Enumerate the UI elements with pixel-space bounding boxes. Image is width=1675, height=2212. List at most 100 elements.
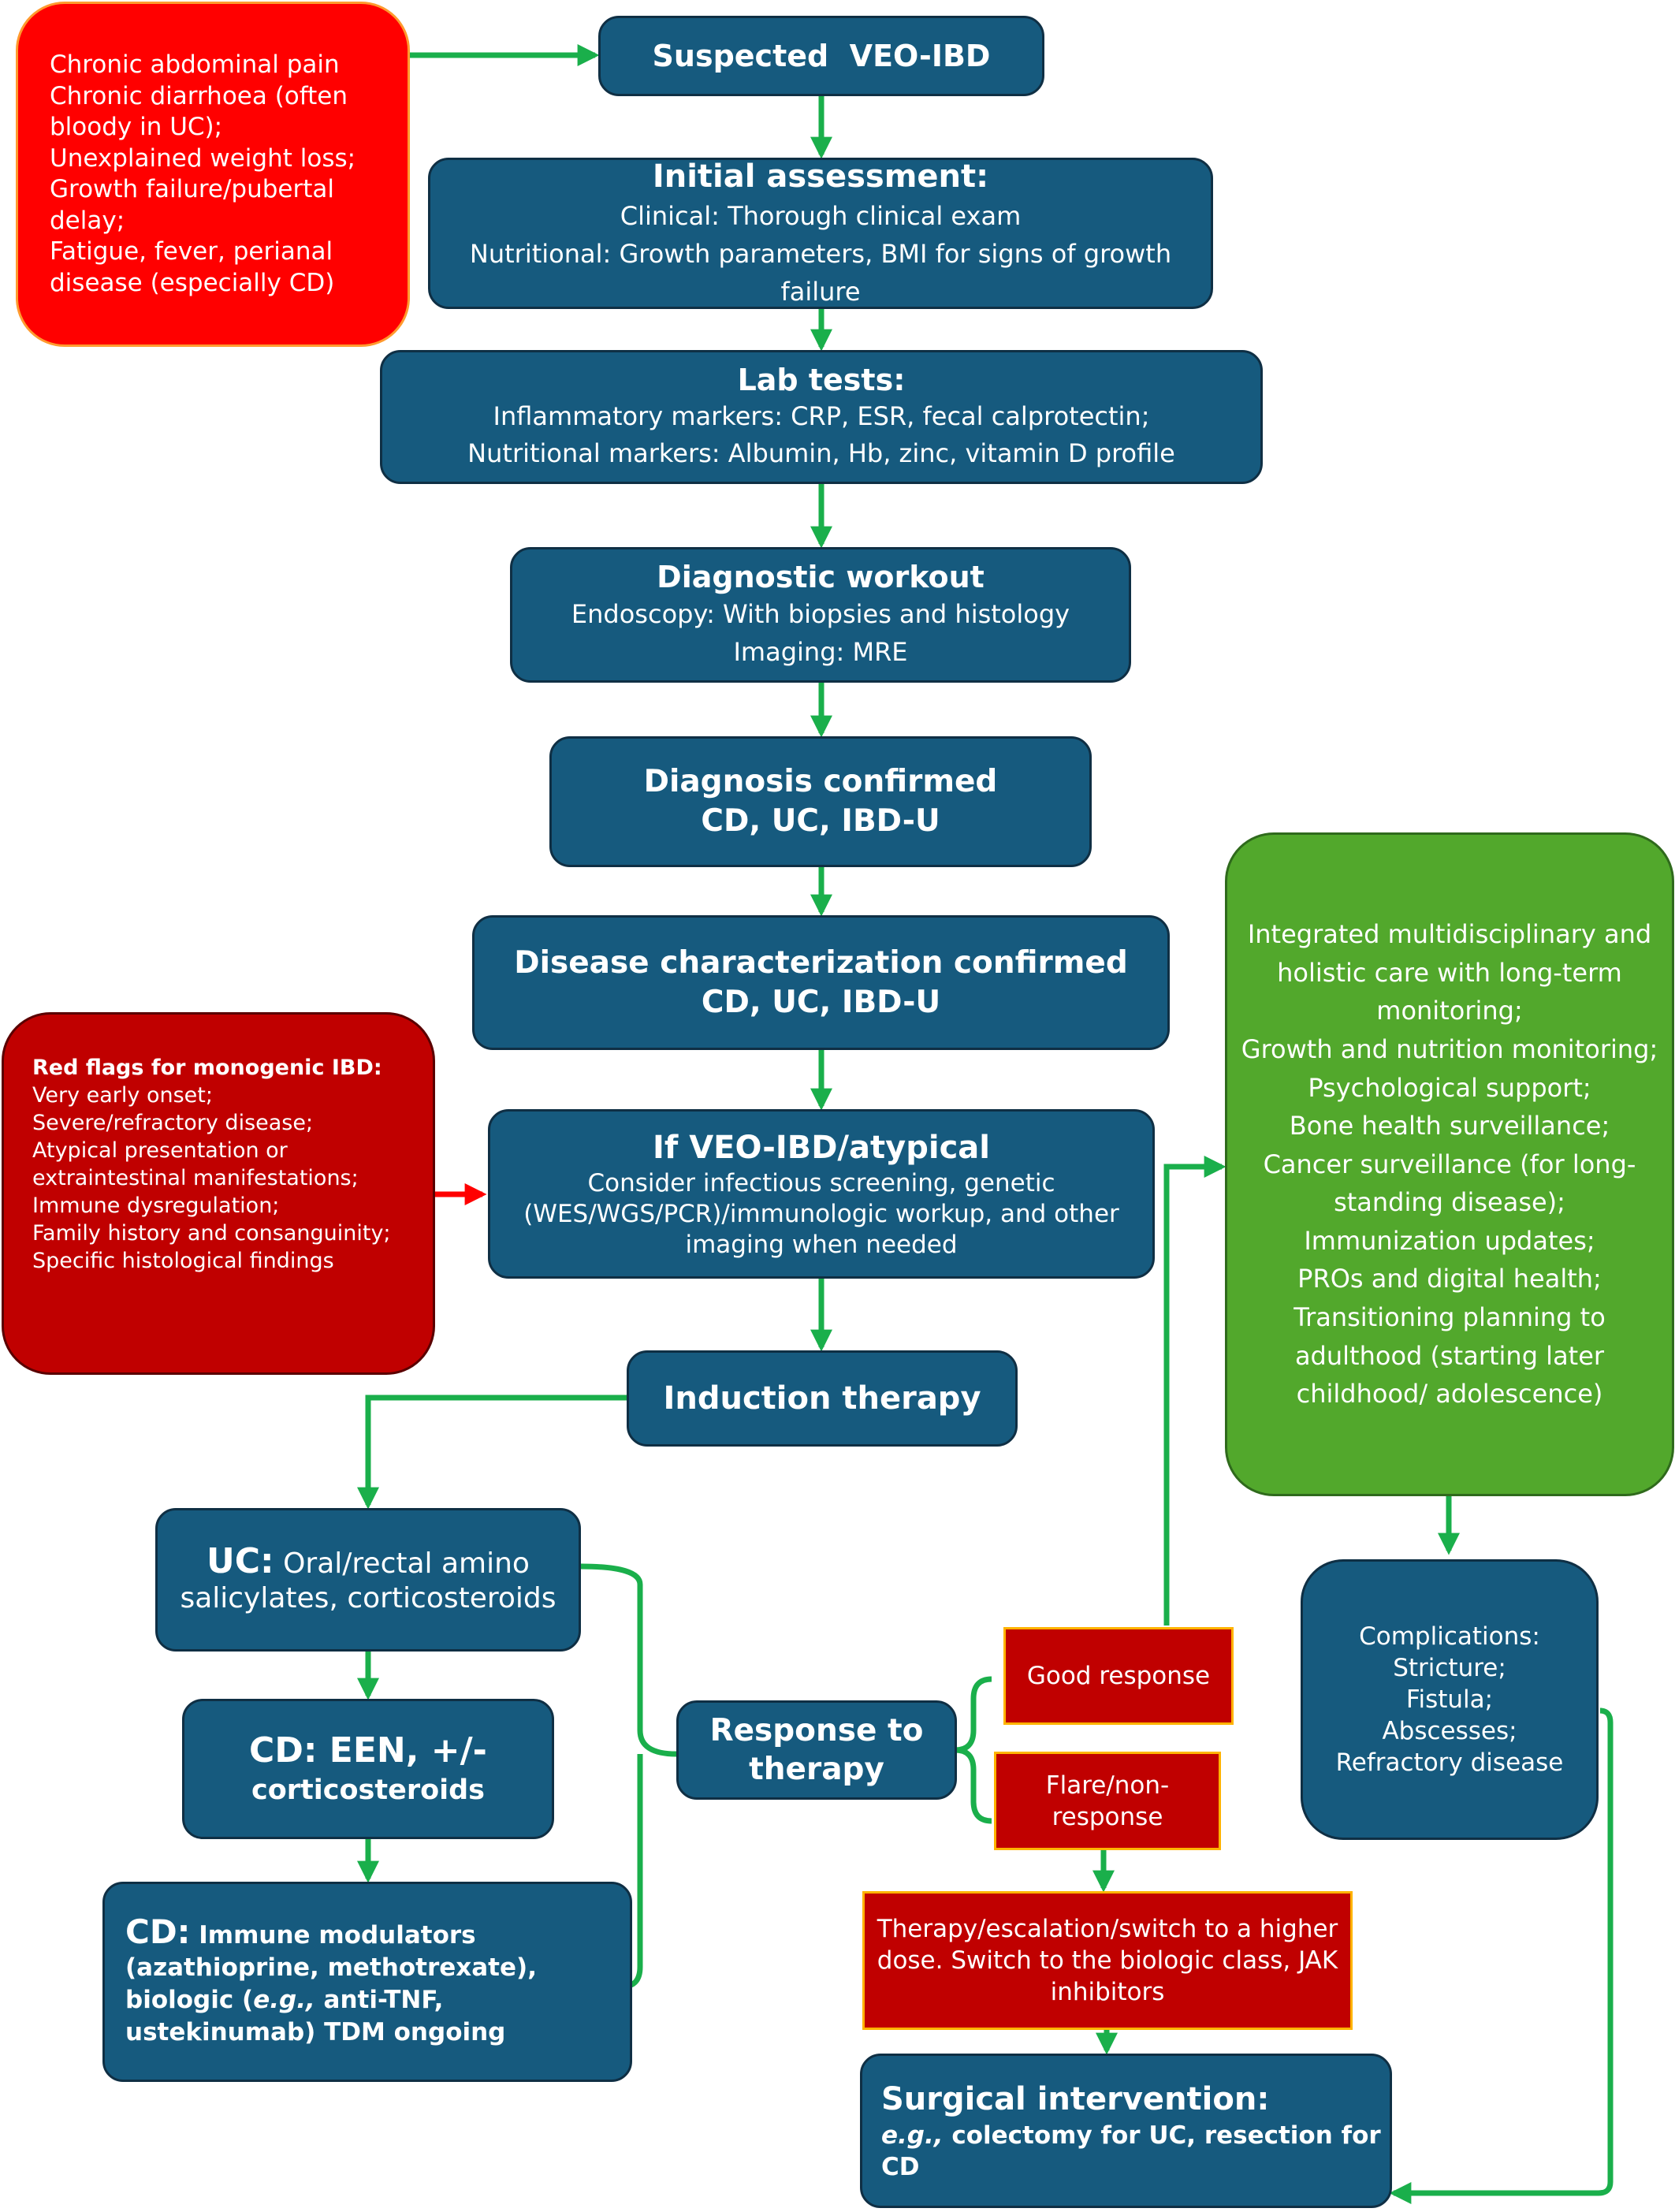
suspected-box: Suspected VEO-IBD (598, 16, 1044, 96)
red-flag-item: Immune dysregulation; (32, 1194, 280, 1218)
complications-box: Complications: Stricture; Fistula; Absce… (1301, 1559, 1599, 1840)
cd2-line3-pre: biologic ( (125, 1985, 254, 2014)
initial-assessment-box: Initial assessment: Clinical: Thorough c… (428, 158, 1213, 309)
symptom-line: Growth failure/pubertal (50, 175, 335, 203)
veo-line: (WES/WGS/PCR)/immunologic workup, and ot… (523, 1200, 1119, 1228)
integrated-line: Cancer surveillance (for long- (1263, 1149, 1636, 1179)
initial-title: Initial assessment: (652, 158, 989, 195)
uc-line1: UC: Oral/rectal amino (207, 1544, 530, 1581)
cd2-line1: CD: Immune modulators (125, 1915, 476, 1952)
cd1-line1: CD: EEN, +/- (249, 1730, 487, 1771)
integrated-line: Transitioning planning to (1293, 1302, 1606, 1333)
uc-therapy-box: UC: Oral/rectal amino salicylates, corti… (155, 1508, 581, 1652)
integrated-care-box: Integrated multidisciplinary and holisti… (1225, 832, 1674, 1496)
lab-line: Nutritional markers: Albumin, Hb, zinc, … (467, 438, 1175, 468)
good-response-box: Good response (1003, 1627, 1234, 1725)
characterization-line2: CD, UC, IBD-U (701, 984, 941, 1020)
surgical-italic: e.g., (881, 2121, 944, 2150)
cd2-line3-post: anti-TNF, (315, 1985, 444, 2014)
integrated-line: standing disease); (1334, 1187, 1565, 1218)
complications-line: Refractory disease (1335, 1748, 1564, 1777)
suspected-title: Suspected VEO-IBD (652, 39, 991, 73)
lab-line: Inflammatory markers: CRP, ESR, fecal ca… (493, 401, 1150, 431)
diagworkout-title: Diagnostic workout (657, 560, 985, 594)
diagnostic-workout-box: Diagnostic workout Endoscopy: With biops… (510, 547, 1131, 683)
diagworkout-line: Endoscopy: With biopsies and histology (571, 599, 1070, 629)
response-line1: Response to (709, 1713, 924, 1748)
complications-line: Complications: (1359, 1622, 1540, 1651)
symptom-line: bloody in UC); (50, 113, 223, 141)
complications-line: Abscesses; (1382, 1717, 1517, 1745)
red-flag-item: Atypical presentation or (32, 1138, 288, 1163)
uc-line2: salicylates, corticosteroids (180, 1581, 556, 1614)
integrated-line: PROs and digital health; (1297, 1264, 1602, 1294)
escalation-line: Therapy/escalation/switch to a higher (877, 1915, 1338, 1943)
lab-tests-box: Lab tests: Inflammatory markers: CRP, ES… (380, 350, 1263, 484)
escalation-box: Therapy/escalation/switch to a higher do… (862, 1891, 1353, 2030)
flare-box: Flare/non- response (994, 1752, 1221, 1850)
integrated-line: Integrated multidisciplinary and (1247, 919, 1652, 950)
cd2-line3-italic: e.g., (253, 1985, 315, 2014)
veo-ibd-box: If VEO-IBD/atypical Consider infectious … (488, 1109, 1155, 1279)
flare-line2: response (1052, 1802, 1163, 1831)
arrow-good-to-integrated (1163, 1156, 1226, 1625)
cd2-line1-text: Immune modulators (190, 1920, 476, 1949)
cd2-line2: (azathioprine, methotrexate), (125, 1953, 537, 1982)
integrated-line: Psychological support; (1308, 1072, 1591, 1103)
response-line2: therapy (749, 1752, 884, 1787)
red-flag-item: Very early onset; (32, 1083, 213, 1108)
integrated-line: adulthood (starting later (1294, 1340, 1605, 1371)
veo-line: imaging when needed (685, 1231, 958, 1259)
diagnosis-confirmed-box: Diagnosis confirmed CD, UC, IBD-U (549, 736, 1092, 867)
confirmed-line2: CD, UC, IBD-U (701, 803, 940, 839)
integrated-line: childhood/ adolescence) (1296, 1379, 1603, 1409)
surgical-line1-text: colectomy for UC, resection for (943, 2121, 1381, 2150)
integrated-line: Growth and nutrition monitoring; (1241, 1033, 1658, 1064)
response-box: Response to therapy (676, 1700, 957, 1800)
confirmed-line1: Diagnosis confirmed (643, 764, 998, 799)
surgical-title: Surgical intervention: (881, 2081, 1270, 2117)
cd-een-box: CD: EEN, +/- corticosteroids (182, 1699, 554, 1839)
cd2-line3: biologic (e.g., anti-TNF, (125, 1984, 443, 2016)
symptom-line: Chronic diarrhoea (often (50, 81, 348, 110)
surgical-box: Surgical intervention: e.g., colectomy f… (860, 2054, 1392, 2208)
integrated-line: Immunization updates; (1304, 1225, 1595, 1256)
escalation-line: dose. Switch to the biologic class, JAK (877, 1946, 1338, 1975)
integrated-line: holistic care with long-term (1277, 957, 1622, 988)
diagworkout-line: Imaging: MRE (733, 637, 908, 667)
integrated-line: monitoring; (1376, 996, 1523, 1026)
surgical-line2: CD (881, 2153, 920, 2181)
red-flag-item: extraintestinal manifestations; (32, 1166, 359, 1190)
symptom-line: Unexplained weight loss; (50, 143, 356, 173)
induction-therapy-box: Induction therapy (627, 1350, 1018, 1447)
cd2-label: CD: (125, 1912, 191, 1951)
initial-line: Clinical: Thorough clinical exam (620, 201, 1022, 231)
symptom-line: delay; (50, 206, 125, 235)
red-flags-title: Red flags for monogenic IBD: (32, 1056, 382, 1080)
induction-title: Induction therapy (663, 1380, 981, 1417)
veo-line: Consider infectious screening, genetic (587, 1169, 1055, 1197)
red-flag-item: Family history and consanguinity; (32, 1221, 391, 1246)
complications-line: Fistula; (1405, 1685, 1494, 1714)
symptom-line: Fatigue, fever, perianal (50, 237, 333, 266)
lab-title: Lab tests: (737, 363, 906, 397)
arrow-complications-to-surgical (1389, 1707, 1614, 2204)
veo-title: If VEO-IBD/atypical (653, 1130, 990, 1166)
surgical-line1: e.g., colectomy for UC, resection for (881, 2120, 1381, 2151)
uc-label: UC: (207, 1540, 274, 1581)
arrow-induction-to-uc (357, 1395, 627, 1510)
cd2-line4: ustekinumab) TDM ongoing (125, 2017, 506, 2046)
symptom-line: disease (especially CD) (50, 268, 335, 297)
red-flag-item: Severe/refractory disease; (32, 1111, 314, 1135)
disease-characterization-box: Disease characterization confirmed CD, U… (472, 915, 1170, 1050)
complications-line: Stricture; (1393, 1654, 1506, 1682)
red-flags-box: Red flags for monogenic IBD: Very early … (2, 1012, 435, 1375)
characterization-line1: Disease characterization confirmed (514, 944, 1128, 981)
symptom-line: Chronic abdominal pain (50, 50, 340, 79)
cd1-line2: corticosteroids (251, 1774, 486, 1806)
symptoms-box: Chronic abdominal pain Chronic diarrhoea… (16, 2, 410, 347)
cd-immune-box: CD: Immune modulators (azathioprine, met… (102, 1882, 632, 2082)
integrated-line: Bone health surveillance; (1289, 1111, 1610, 1141)
uc-line1-text: Oral/rectal amino (274, 1547, 530, 1580)
flare-line1: Flare/non- (1045, 1771, 1170, 1800)
